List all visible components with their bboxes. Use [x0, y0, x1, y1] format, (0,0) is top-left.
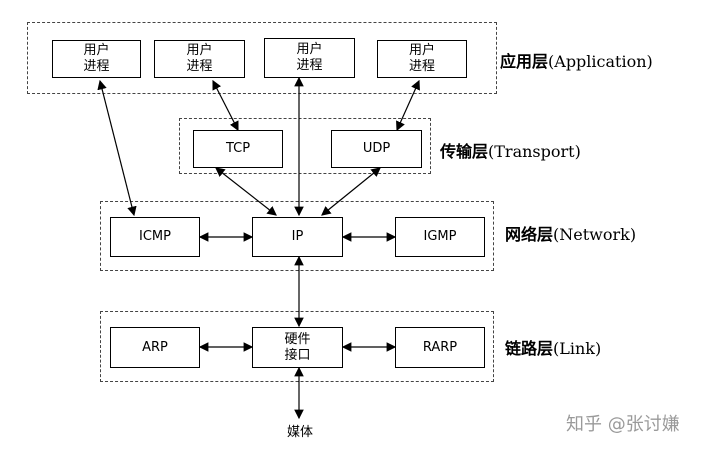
user-process-label-4: 用户 进程 — [408, 43, 435, 74]
transport-layer-cn: 传输层 — [440, 142, 489, 161]
application-layer-en: (Application) — [548, 52, 653, 71]
arrow-user2-tcp — [212, 79, 239, 132]
rarp-label: RARP — [422, 339, 458, 355]
tcp-label: TCP — [225, 141, 251, 156]
ip-box: IP — [252, 217, 343, 257]
application-layer-frame — [27, 22, 497, 94]
link-layer-label: 链路层(Link) — [505, 335, 601, 359]
user-process-label-1: 用户 进程 — [83, 43, 110, 74]
hardware-interface-label: 硬件 接口 — [284, 331, 311, 363]
icmp-label: ICMP — [139, 229, 171, 244]
user-process-box-4: 用户 进程 — [377, 40, 467, 78]
network-layer-label: 网络层(Network) — [505, 221, 636, 245]
arrow-user4-udp — [396, 79, 420, 132]
transport-layer-frame — [179, 118, 431, 174]
arrow-user1-icmp — [97, 79, 137, 217]
media-label: 媒体 — [287, 425, 314, 440]
rarp-box: RARP — [395, 327, 485, 368]
user-process-box-1: 用户 进程 — [52, 40, 141, 78]
hardware-interface-box: 硬件 接口 — [252, 327, 343, 368]
user-process-label-2: 用户 进程 — [186, 43, 213, 74]
arp-box: ARP — [110, 327, 200, 368]
ip-label: IP — [291, 229, 304, 244]
udp-box: UDP — [331, 130, 422, 168]
watermark: 知乎 @张讨嫌 — [566, 414, 680, 435]
link-layer-en: (Link) — [553, 339, 602, 358]
application-layer-label: 应用层(Application) — [500, 48, 653, 72]
link-layer-cn: 链路层 — [505, 339, 554, 358]
network-layer-en: (Network) — [553, 225, 637, 244]
tcp-box: TCP — [193, 130, 283, 168]
transport-layer-en: (Transport) — [488, 142, 581, 161]
arp-label: ARP — [142, 339, 168, 355]
igmp-box: IGMP — [395, 217, 485, 257]
arrow-tcp-ip — [215, 167, 277, 216]
udp-label: UDP — [362, 141, 391, 156]
arrow-udp-ip — [321, 167, 381, 216]
application-layer-cn: 应用层 — [500, 52, 549, 71]
transport-layer-label: 传输层(Transport) — [440, 138, 581, 162]
igmp-label: IGMP — [423, 229, 457, 244]
user-process-box-3: 用户 进程 — [264, 38, 355, 78]
user-process-box-2: 用户 进程 — [154, 40, 245, 78]
icmp-box: ICMP — [110, 217, 200, 257]
network-layer-cn: 网络层 — [505, 225, 554, 244]
user-process-label-3: 用户 进程 — [296, 42, 323, 73]
